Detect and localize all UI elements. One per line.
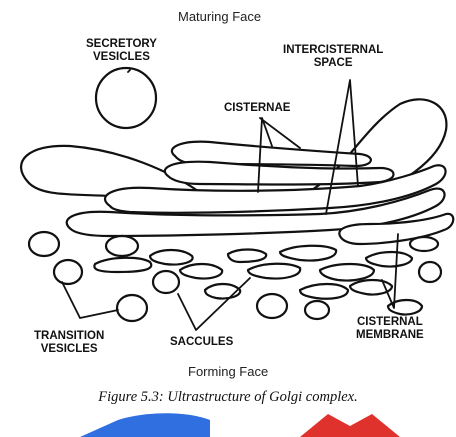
saccule bbox=[94, 258, 151, 272]
saccules-label: SACCULES bbox=[170, 336, 233, 349]
saccule bbox=[150, 250, 193, 265]
saccule bbox=[205, 284, 240, 299]
secretory-vesicles-label: SECRETORY VESICLES bbox=[86, 38, 157, 64]
intercisternal-space-label: INTERCISTERNAL SPACE bbox=[283, 44, 383, 70]
saccule bbox=[228, 250, 266, 263]
vesicle bbox=[410, 237, 438, 251]
vesicle bbox=[106, 236, 138, 256]
transition-vesicles-label: TRANSITION VESICLES bbox=[34, 330, 104, 356]
saccule bbox=[366, 252, 412, 267]
figure-caption: Figure 5.3: Ultrastructure of Golgi comp… bbox=[0, 389, 456, 406]
leader-line-transition bbox=[62, 282, 118, 318]
saccule bbox=[248, 264, 300, 279]
leader-line-cisternal-membrane bbox=[382, 234, 398, 308]
cisternal-membrane-label: CISTERNAL MEMBRANE bbox=[356, 316, 424, 342]
vesicle bbox=[29, 232, 59, 256]
cisternae-label: CISTERNAE bbox=[224, 102, 290, 115]
banner-red-shape bbox=[300, 414, 400, 437]
vesicle bbox=[153, 271, 179, 293]
saccule bbox=[300, 284, 348, 299]
vesicle bbox=[419, 262, 441, 282]
forming-face-label: Forming Face bbox=[188, 364, 268, 379]
vesicle bbox=[305, 301, 329, 319]
maturing-face-label: Maturing Face bbox=[178, 9, 261, 24]
transition-vesicle bbox=[117, 295, 147, 321]
vesicle bbox=[257, 294, 287, 318]
saccule bbox=[280, 246, 336, 261]
banner-blue-shape bbox=[80, 413, 210, 437]
saccule bbox=[320, 264, 374, 281]
saccule bbox=[180, 264, 222, 279]
transition-vesicle bbox=[54, 260, 82, 284]
secretory-vesicle bbox=[96, 68, 156, 128]
